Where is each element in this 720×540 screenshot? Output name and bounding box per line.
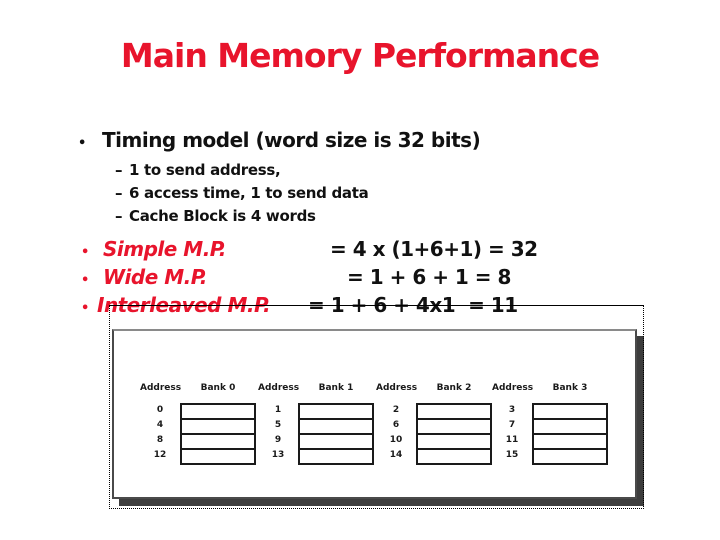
- bank-group-2: Address 2 6 10 14 Bank 2: [376, 382, 492, 465]
- timing-item: Cache Block is 4 words: [129, 207, 316, 225]
- dash-icon: –: [115, 161, 123, 179]
- address-header: Address: [376, 383, 418, 393]
- address-value: 1: [274, 405, 282, 415]
- bank-header: Bank 0: [200, 383, 236, 393]
- bullet-icon: •: [81, 245, 90, 260]
- address-header: Address: [258, 383, 300, 393]
- bank-cell: [534, 435, 606, 450]
- address-value: 10: [389, 435, 403, 445]
- address-value: 13: [271, 450, 285, 460]
- bank-cell: [182, 420, 254, 435]
- slide-title: Main Memory Performance: [120, 36, 600, 75]
- address-value: 0: [156, 405, 164, 415]
- bank-cell: [534, 420, 606, 435]
- bank-table: [416, 403, 492, 465]
- bank-header: Bank 2: [436, 383, 472, 393]
- bank-cell: [300, 435, 372, 450]
- bank-cell: [182, 405, 254, 420]
- address-value: 3: [508, 405, 516, 415]
- address-header: Address: [492, 383, 534, 393]
- bank-group-1: Address 1 5 9 13 Bank 1: [258, 382, 374, 465]
- bullet-icon: •: [78, 136, 87, 151]
- address-value: 4: [156, 420, 164, 430]
- bank-header: Bank 3: [552, 383, 588, 393]
- bank-cell: [182, 435, 254, 450]
- address-value: 6: [392, 420, 400, 430]
- address-value: 8: [156, 435, 164, 445]
- dash-icon: –: [115, 207, 123, 225]
- address-header: Address: [140, 383, 182, 393]
- bank-table: [298, 403, 374, 465]
- result-equation-simple: = 4 x (1+6+1) = 32: [330, 237, 538, 261]
- bank-group-3: Address 3 7 11 15 Bank 3: [492, 382, 608, 465]
- address-value: 15: [505, 450, 519, 460]
- bullet-icon: •: [81, 301, 90, 316]
- bank-cell: [418, 420, 490, 435]
- result-label-wide: Wide M.P.: [103, 265, 207, 289]
- bank-header: Bank 1: [318, 383, 354, 393]
- result-equation-wide: = 1 + 6 + 1 = 8: [347, 265, 511, 289]
- bullet-icon: •: [81, 273, 90, 288]
- timing-item: 6 access time, 1 to send data: [129, 184, 369, 202]
- bank-table: [180, 403, 256, 465]
- bank-table: [532, 403, 608, 465]
- bank-cell: [418, 405, 490, 420]
- timing-model-heading: Timing model (word size is 32 bits): [102, 128, 481, 152]
- bank-cell: [300, 420, 372, 435]
- timing-item: 1 to send address,: [129, 161, 281, 179]
- address-value: 11: [505, 435, 519, 445]
- address-value: 12: [153, 450, 167, 460]
- address-value: 9: [274, 435, 282, 445]
- memory-banks-image[interactable]: Address 0 4 8 12 Bank 0 Address 1 5 9 13…: [112, 329, 637, 499]
- bank-cell: [418, 435, 490, 450]
- address-value: 14: [389, 450, 403, 460]
- bank-group-0: Address 0 4 8 12 Bank 0: [140, 382, 256, 465]
- bank-cell: [534, 405, 606, 420]
- address-value: 5: [274, 420, 282, 430]
- dash-icon: –: [115, 184, 123, 202]
- bank-cell: [300, 405, 372, 420]
- image-selection-outline[interactable]: [109, 305, 644, 509]
- address-value: 2: [392, 405, 400, 415]
- address-value: 7: [508, 420, 516, 430]
- result-label-simple: Simple M.P.: [103, 237, 226, 261]
